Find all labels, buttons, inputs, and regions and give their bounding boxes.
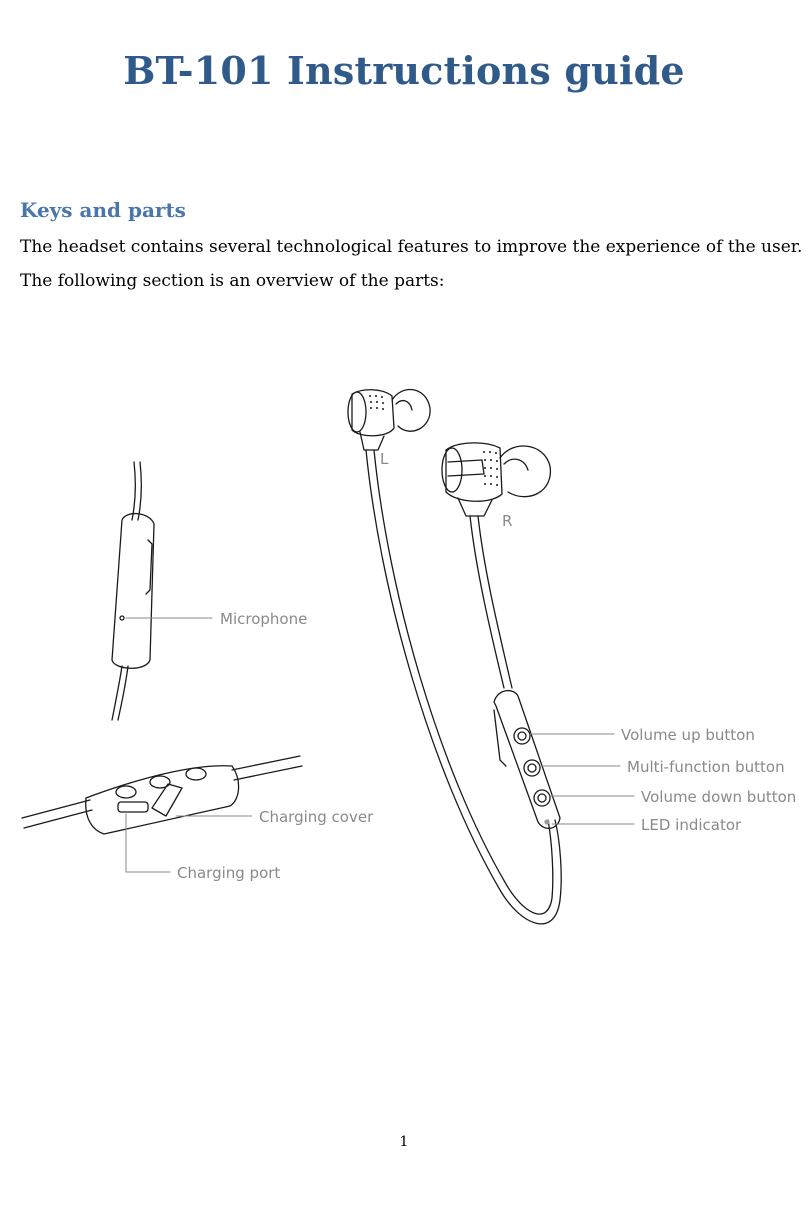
- page-number: 1: [399, 1134, 409, 1150]
- section-heading-keys-and-parts: Keys and parts: [20, 198, 186, 222]
- intro-paragraph: The headset contains several technologic…: [20, 237, 803, 257]
- charging-cover-callout: Charging cover: [259, 808, 374, 826]
- left-earbud-label: L: [380, 450, 389, 468]
- microphone-callout: Microphone: [220, 610, 307, 628]
- volume-up-callout: Volume up button: [621, 726, 755, 744]
- charging-port-callout: Charging port: [177, 864, 280, 882]
- multi-function-callout: Multi-function button: [627, 758, 785, 776]
- charging-unit-illustration: [21, 755, 303, 835]
- left-earbud-illustration: [347, 388, 431, 451]
- overview-paragraph: The following section is an overview of …: [20, 271, 445, 291]
- control-unit-illustration: [493, 690, 561, 829]
- led-indicator-callout: LED indicator: [641, 816, 742, 834]
- microphone-unit-illustration: [111, 461, 155, 721]
- neck-cable-illustration: [365, 449, 562, 925]
- right-earbud-label: R: [502, 512, 512, 530]
- document-title: BT-101 Instructions guide: [123, 48, 685, 93]
- volume-down-callout: Volume down button: [641, 788, 796, 806]
- right-earbud-illustration: [441, 442, 551, 517]
- headset-parts-diagram: L R Microphone Charging cover Charging p…: [21, 388, 796, 925]
